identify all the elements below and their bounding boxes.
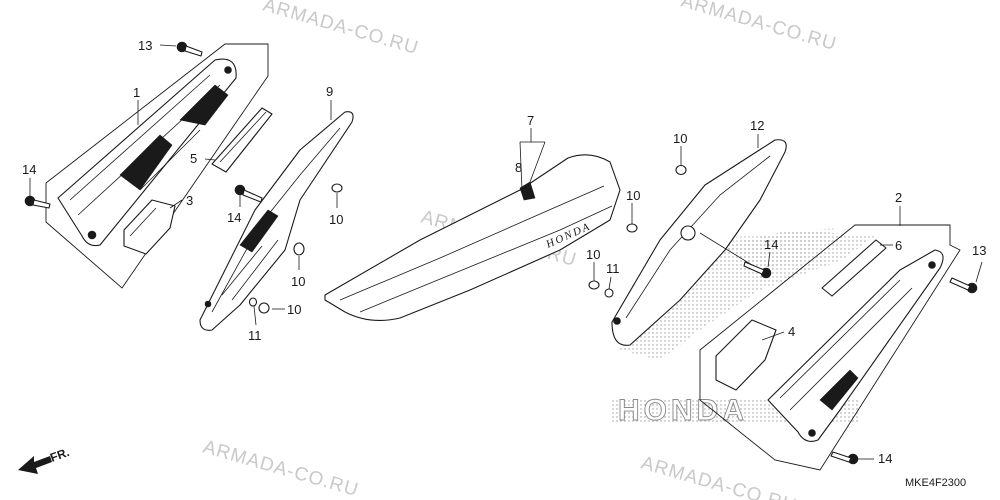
bolt-13-right — [949, 277, 978, 294]
part-7-seat: HONDA — [324, 154, 621, 321]
callouts: 13 1 14 3 5 14 9 10 10 10 11 7 8 10 10 1… — [22, 38, 986, 466]
callout-5: 5 — [190, 151, 197, 166]
callout-6: 6 — [895, 238, 902, 253]
part-4-pad — [715, 319, 777, 391]
part-6-strip — [821, 239, 887, 297]
callout-13-right: 13 — [972, 243, 986, 258]
front-indicator: FR. — [18, 445, 71, 474]
callout-11-a: 11 — [248, 328, 262, 343]
part-2-right-side-cover — [699, 224, 961, 471]
callout-9: 9 — [326, 84, 333, 99]
watermark-top-center: ARMADA-CO.RU — [261, 0, 421, 59]
callout-10-d: 10 — [673, 131, 687, 146]
callout-10-f: 10 — [586, 247, 600, 262]
callout-7: 7 — [527, 113, 534, 128]
part-3-pad — [123, 199, 176, 255]
part-1-left-side-cover — [45, 43, 269, 289]
part-12-right-shroud — [611, 139, 787, 346]
bolts — [24, 41, 978, 465]
part-9-left-shroud — [199, 111, 354, 331]
watermark-top-right: ARMADA-CO.RU — [679, 0, 839, 55]
diagram-code: MKE4F2300 — [905, 477, 966, 489]
callout-14-far-left: 14 — [22, 162, 36, 177]
front-indicator-label: FR. — [48, 445, 71, 465]
decal-brand-outline: HONDA — [618, 394, 748, 427]
watermark-bottom-left: ARMADA-CO.RU — [201, 437, 361, 500]
callout-14-bottom-right: 14 — [878, 451, 892, 466]
callout-14-mid-right: 14 — [764, 237, 778, 252]
callout-10-e: 10 — [626, 188, 640, 203]
callout-1: 1 — [133, 85, 140, 100]
leader-lines — [29, 44, 983, 460]
bolt-14-mid-right — [743, 261, 772, 279]
callout-10-c: 10 — [287, 302, 301, 317]
bolt-14-bottom-right — [830, 451, 859, 465]
callout-10-a: 10 — [329, 212, 343, 227]
callout-13-left: 13 — [138, 38, 152, 53]
callout-10-b: 10 — [291, 274, 305, 289]
callout-4: 4 — [788, 324, 795, 339]
callout-2: 2 — [895, 190, 902, 205]
callout-12: 12 — [750, 118, 764, 133]
bolt-13-left — [176, 41, 203, 57]
callout-14-mid-left: 14 — [227, 210, 241, 225]
bolt-14-mid-left — [234, 184, 263, 203]
part-5-strip — [211, 107, 273, 173]
callout-11-b: 11 — [606, 261, 620, 276]
callout-8: 8 — [515, 160, 522, 175]
callout-3: 3 — [186, 193, 193, 208]
